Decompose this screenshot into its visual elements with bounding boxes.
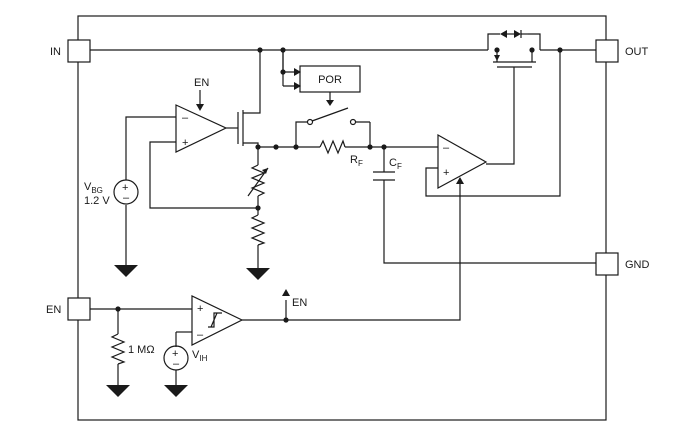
resistor-rf: [319, 139, 346, 155]
resistor-lower: [250, 214, 266, 246]
ground-symbol-1m: [106, 385, 130, 397]
pin-gnd-label: GND: [625, 259, 650, 271]
error-amplifier: – +: [437, 133, 488, 190]
error-amp-plus: +: [443, 167, 449, 179]
enable-comparator: + –: [191, 295, 244, 346]
junction-dots: [115, 47, 563, 323]
vih-label: VIH: [192, 349, 208, 363]
pass-transistor: [494, 30, 528, 61]
vih-plus: +: [172, 348, 178, 360]
pin-in-box: [67, 39, 91, 63]
comparator-plus: +: [197, 303, 203, 315]
capacitor-cf: [373, 171, 395, 181]
cf-label: CF: [389, 157, 402, 171]
vbg-source: + –: [113, 179, 139, 205]
por-label: POR: [318, 74, 342, 86]
en-label-mid: EN: [292, 297, 307, 309]
error-amp-minus: –: [443, 142, 450, 154]
resistor-1m-label: 1 MΩ: [128, 344, 155, 356]
reference-amplifier: – +: [175, 104, 228, 153]
variable-resistor-arrowhead: [262, 168, 268, 174]
en-arrow-mid: [282, 289, 290, 296]
hysteresis-icon: [208, 312, 222, 328]
vbg-value: 1.2 V: [84, 195, 110, 207]
variable-resistor-arrow: [247, 167, 269, 197]
resistor-upper-variable: [250, 164, 266, 197]
resistor-1m: [110, 333, 126, 365]
comparator-minus: –: [197, 329, 204, 341]
wires: [90, 33, 596, 385]
vbg-plus: +: [122, 182, 128, 194]
por-input-arrow-2: [294, 82, 301, 90]
por-input-arrow-1: [294, 68, 301, 76]
pin-out-box: [595, 39, 619, 63]
enable-fet: [226, 110, 248, 146]
pin-en-box: [67, 297, 91, 321]
pin-gnd-box: [595, 252, 619, 276]
vih-minus: –: [173, 358, 180, 370]
vih-source: + –: [163, 345, 189, 371]
ref-amp-minus: –: [182, 112, 189, 124]
pin-out-label: OUT: [625, 46, 649, 58]
ref-amp-plus: +: [182, 137, 188, 149]
vbg-minus: –: [123, 192, 130, 204]
enable-input-arrow: [456, 177, 464, 184]
pin-en-label: EN: [46, 304, 61, 316]
ic-boundary: [77, 15, 607, 421]
ground-symbol-divider: [246, 268, 270, 280]
vbg-label: VBG: [84, 181, 103, 195]
en-arrow-top: [196, 104, 204, 111]
por-switch: [306, 107, 357, 126]
pin-in-label: IN: [50, 46, 61, 58]
ground-symbol-vbg: [114, 265, 138, 277]
en-label-top: EN: [194, 77, 209, 89]
por-block: POR: [299, 65, 361, 106]
ground-symbol-vih: [164, 385, 188, 397]
rf-label: RF: [350, 154, 363, 168]
